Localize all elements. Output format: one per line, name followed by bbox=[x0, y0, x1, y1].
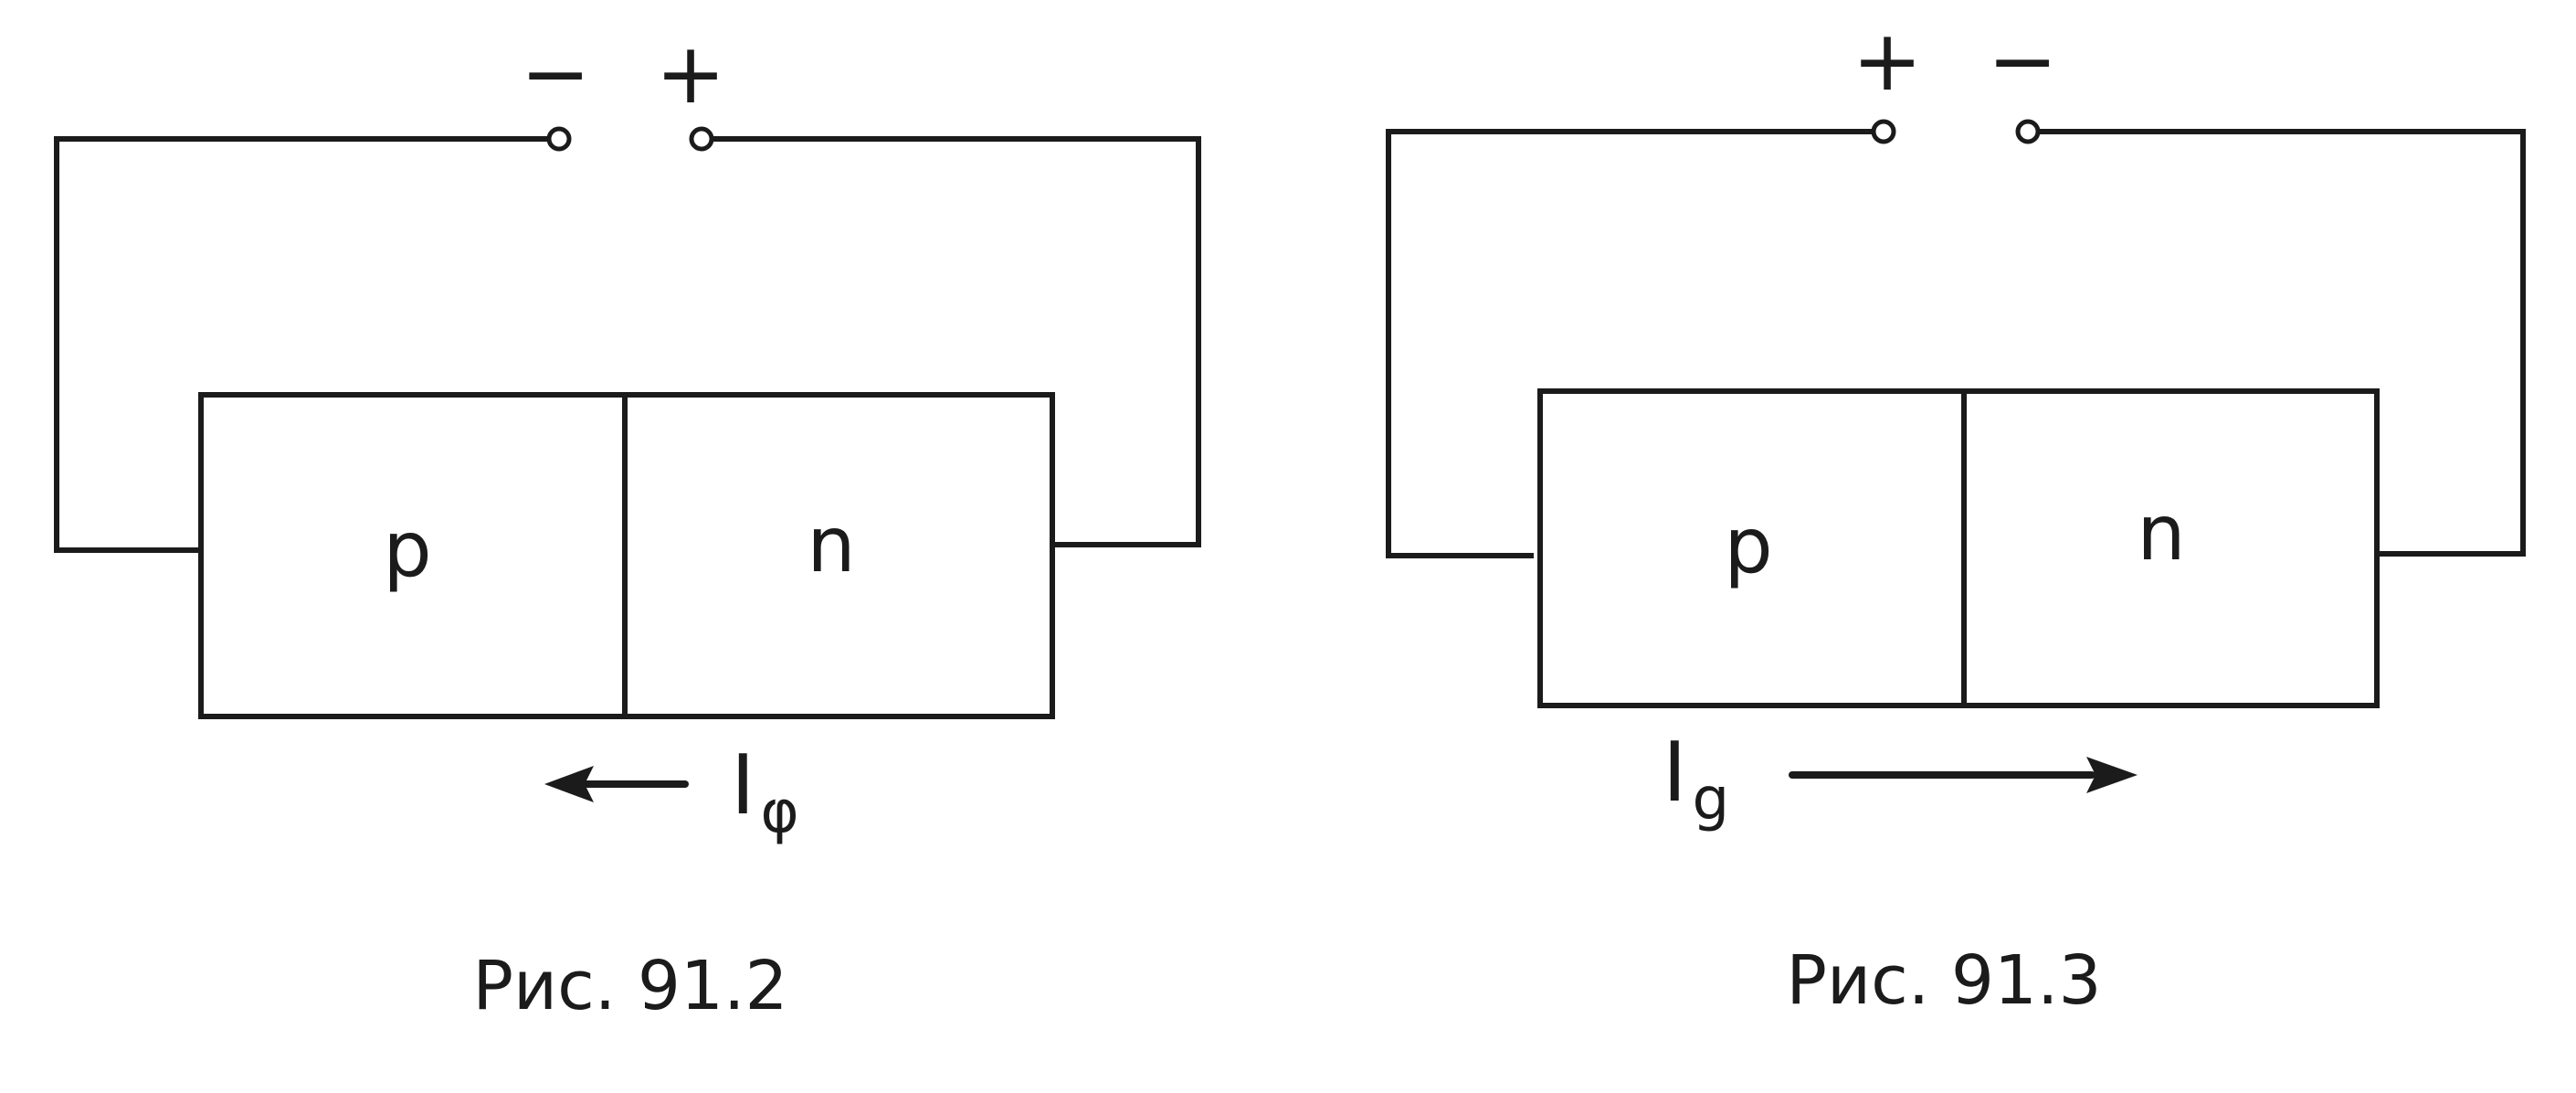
figure-caption: Рис. 91.2 bbox=[472, 947, 787, 1025]
terminal-left bbox=[1871, 119, 1896, 144]
terminal-right bbox=[2015, 119, 2041, 144]
p-region-label: p bbox=[1724, 501, 1772, 590]
current-subscript: φ bbox=[761, 779, 799, 846]
current-label: Ig bbox=[1663, 725, 1729, 833]
current-arrow-left bbox=[544, 766, 689, 802]
p-region-label: p bbox=[383, 504, 431, 594]
circuit-wire-left bbox=[1386, 129, 1875, 558]
terminal-left bbox=[546, 126, 572, 152]
current-arrow-right bbox=[1789, 757, 2138, 793]
current-subscript: g bbox=[1693, 766, 1730, 833]
polarity-sign-left: + bbox=[1852, 12, 1922, 110]
circuit-wire-left bbox=[54, 136, 549, 553]
polarity-sign-right: − bbox=[1987, 12, 2057, 110]
figure-91-2: − + p n Iφ Рис. 91.2 bbox=[54, 25, 1201, 1025]
n-region-label: n bbox=[807, 500, 855, 589]
p-region bbox=[1537, 388, 1967, 708]
current-symbol: I bbox=[731, 738, 755, 833]
figure-91-3: + − p n Ig Рис. 91.3 bbox=[1386, 12, 2526, 1020]
p-region bbox=[198, 392, 628, 719]
n-region bbox=[622, 392, 1055, 719]
current-symbol: I bbox=[1663, 725, 1687, 821]
n-region bbox=[1961, 388, 2380, 708]
circuit-wire-right bbox=[712, 136, 1201, 547]
figure-caption: Рис. 91.3 bbox=[1786, 941, 2101, 1020]
circuit-wire-right bbox=[2038, 129, 2526, 557]
polarity-sign-right: + bbox=[655, 25, 725, 122]
current-label: Iφ bbox=[731, 738, 799, 846]
terminal-right bbox=[689, 126, 714, 152]
polarity-sign-left: − bbox=[520, 25, 590, 122]
n-region-label: n bbox=[2137, 488, 2185, 578]
